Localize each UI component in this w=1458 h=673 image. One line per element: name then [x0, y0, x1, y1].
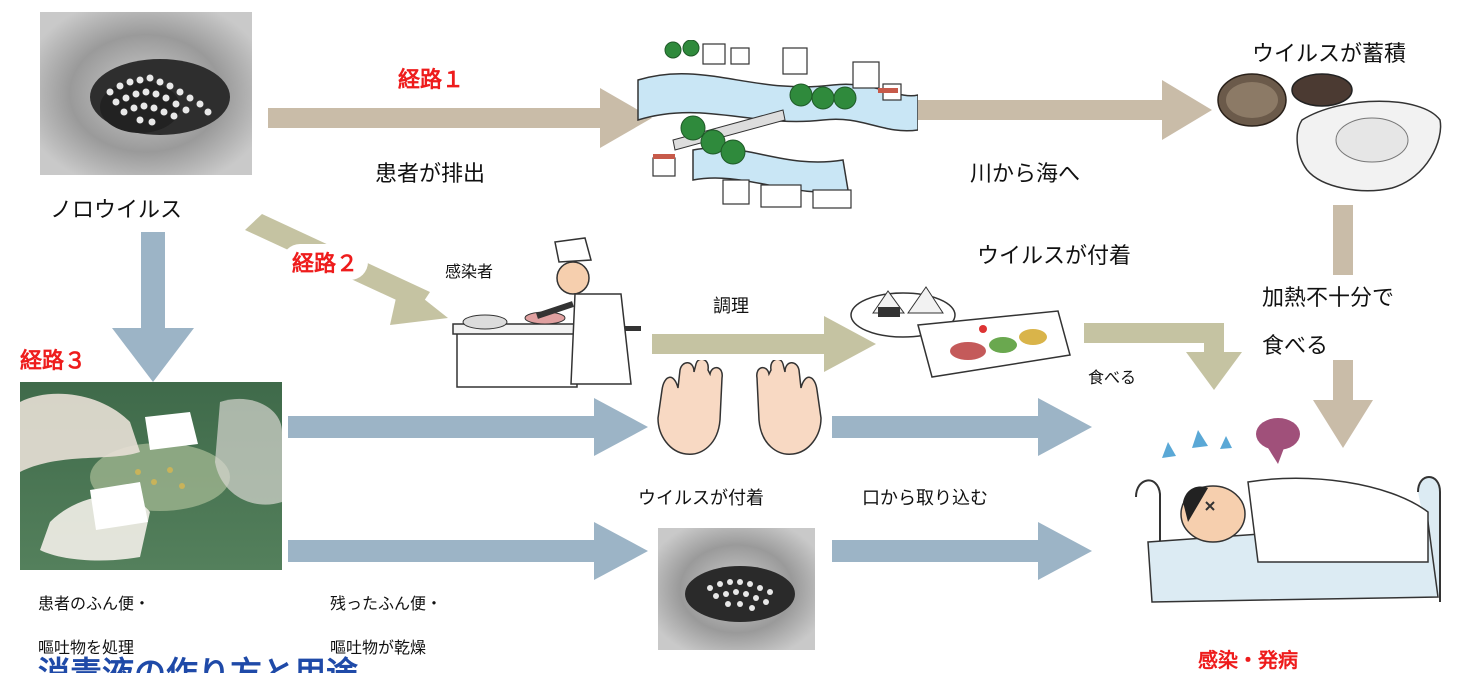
label-dried-2: 嘔吐物が乾燥	[330, 638, 427, 657]
label-undercooked-2: 食べる	[1262, 334, 1329, 359]
label-outcome: 感染・発病	[1198, 648, 1298, 672]
label-attached-hands: ウイルスが付着	[638, 488, 764, 509]
label-norovirus: ノロウイルス	[50, 198, 183, 223]
glove-cleaning-photo-icon	[20, 382, 282, 570]
label-dispose-1: 患者のふん便・	[38, 594, 151, 613]
label-river-to-sea: 川から海へ	[970, 162, 1081, 187]
label-infected-person: 感染者	[445, 262, 494, 281]
hands-icon	[652, 358, 827, 460]
cook-icon	[445, 234, 650, 394]
route2-label: 経路２	[282, 244, 369, 280]
virus-micrograph-icon	[40, 12, 252, 175]
label-undercooked-1: 加熱不十分で	[1262, 286, 1395, 311]
label-dispose-2: 嘔吐物を処理	[38, 638, 135, 657]
arrow-shellfish-down	[1313, 205, 1373, 448]
label-attached-food: ウイルスが付着	[977, 244, 1132, 269]
arrow-norovirus-down	[112, 232, 194, 382]
label-cooking: 調理	[713, 296, 749, 317]
shellfish-icon	[1212, 60, 1444, 200]
arrow-dried	[288, 522, 648, 580]
label-eat: 食べる	[1088, 368, 1137, 387]
arrow-excreted	[268, 88, 652, 148]
arrow-cooking	[652, 316, 876, 372]
label-dried-1: 残ったふん便・	[330, 594, 443, 613]
bleed-heading: 消毒液の作り方と用途	[38, 656, 358, 673]
arrow-eat	[1084, 323, 1242, 390]
arrow-hands-mouth	[832, 398, 1092, 456]
label-accumulate: ウイルスが蓄積	[1252, 42, 1407, 67]
route3-label: 経路３	[20, 349, 87, 374]
river-town-icon	[633, 39, 919, 210]
label-excreted: 患者が排出	[375, 162, 486, 187]
arrow-dispose-hands	[288, 398, 648, 456]
arrow-ingest	[832, 522, 1092, 580]
arrow-river-to-sea	[918, 80, 1212, 140]
bento-icon	[848, 285, 1078, 385]
route1-label: 経路１	[398, 68, 465, 93]
virus-micrograph-small-icon	[658, 528, 815, 650]
sick-person-in-bed-icon	[1128, 402, 1458, 612]
label-ingest: 口から取り込む	[862, 488, 988, 509]
